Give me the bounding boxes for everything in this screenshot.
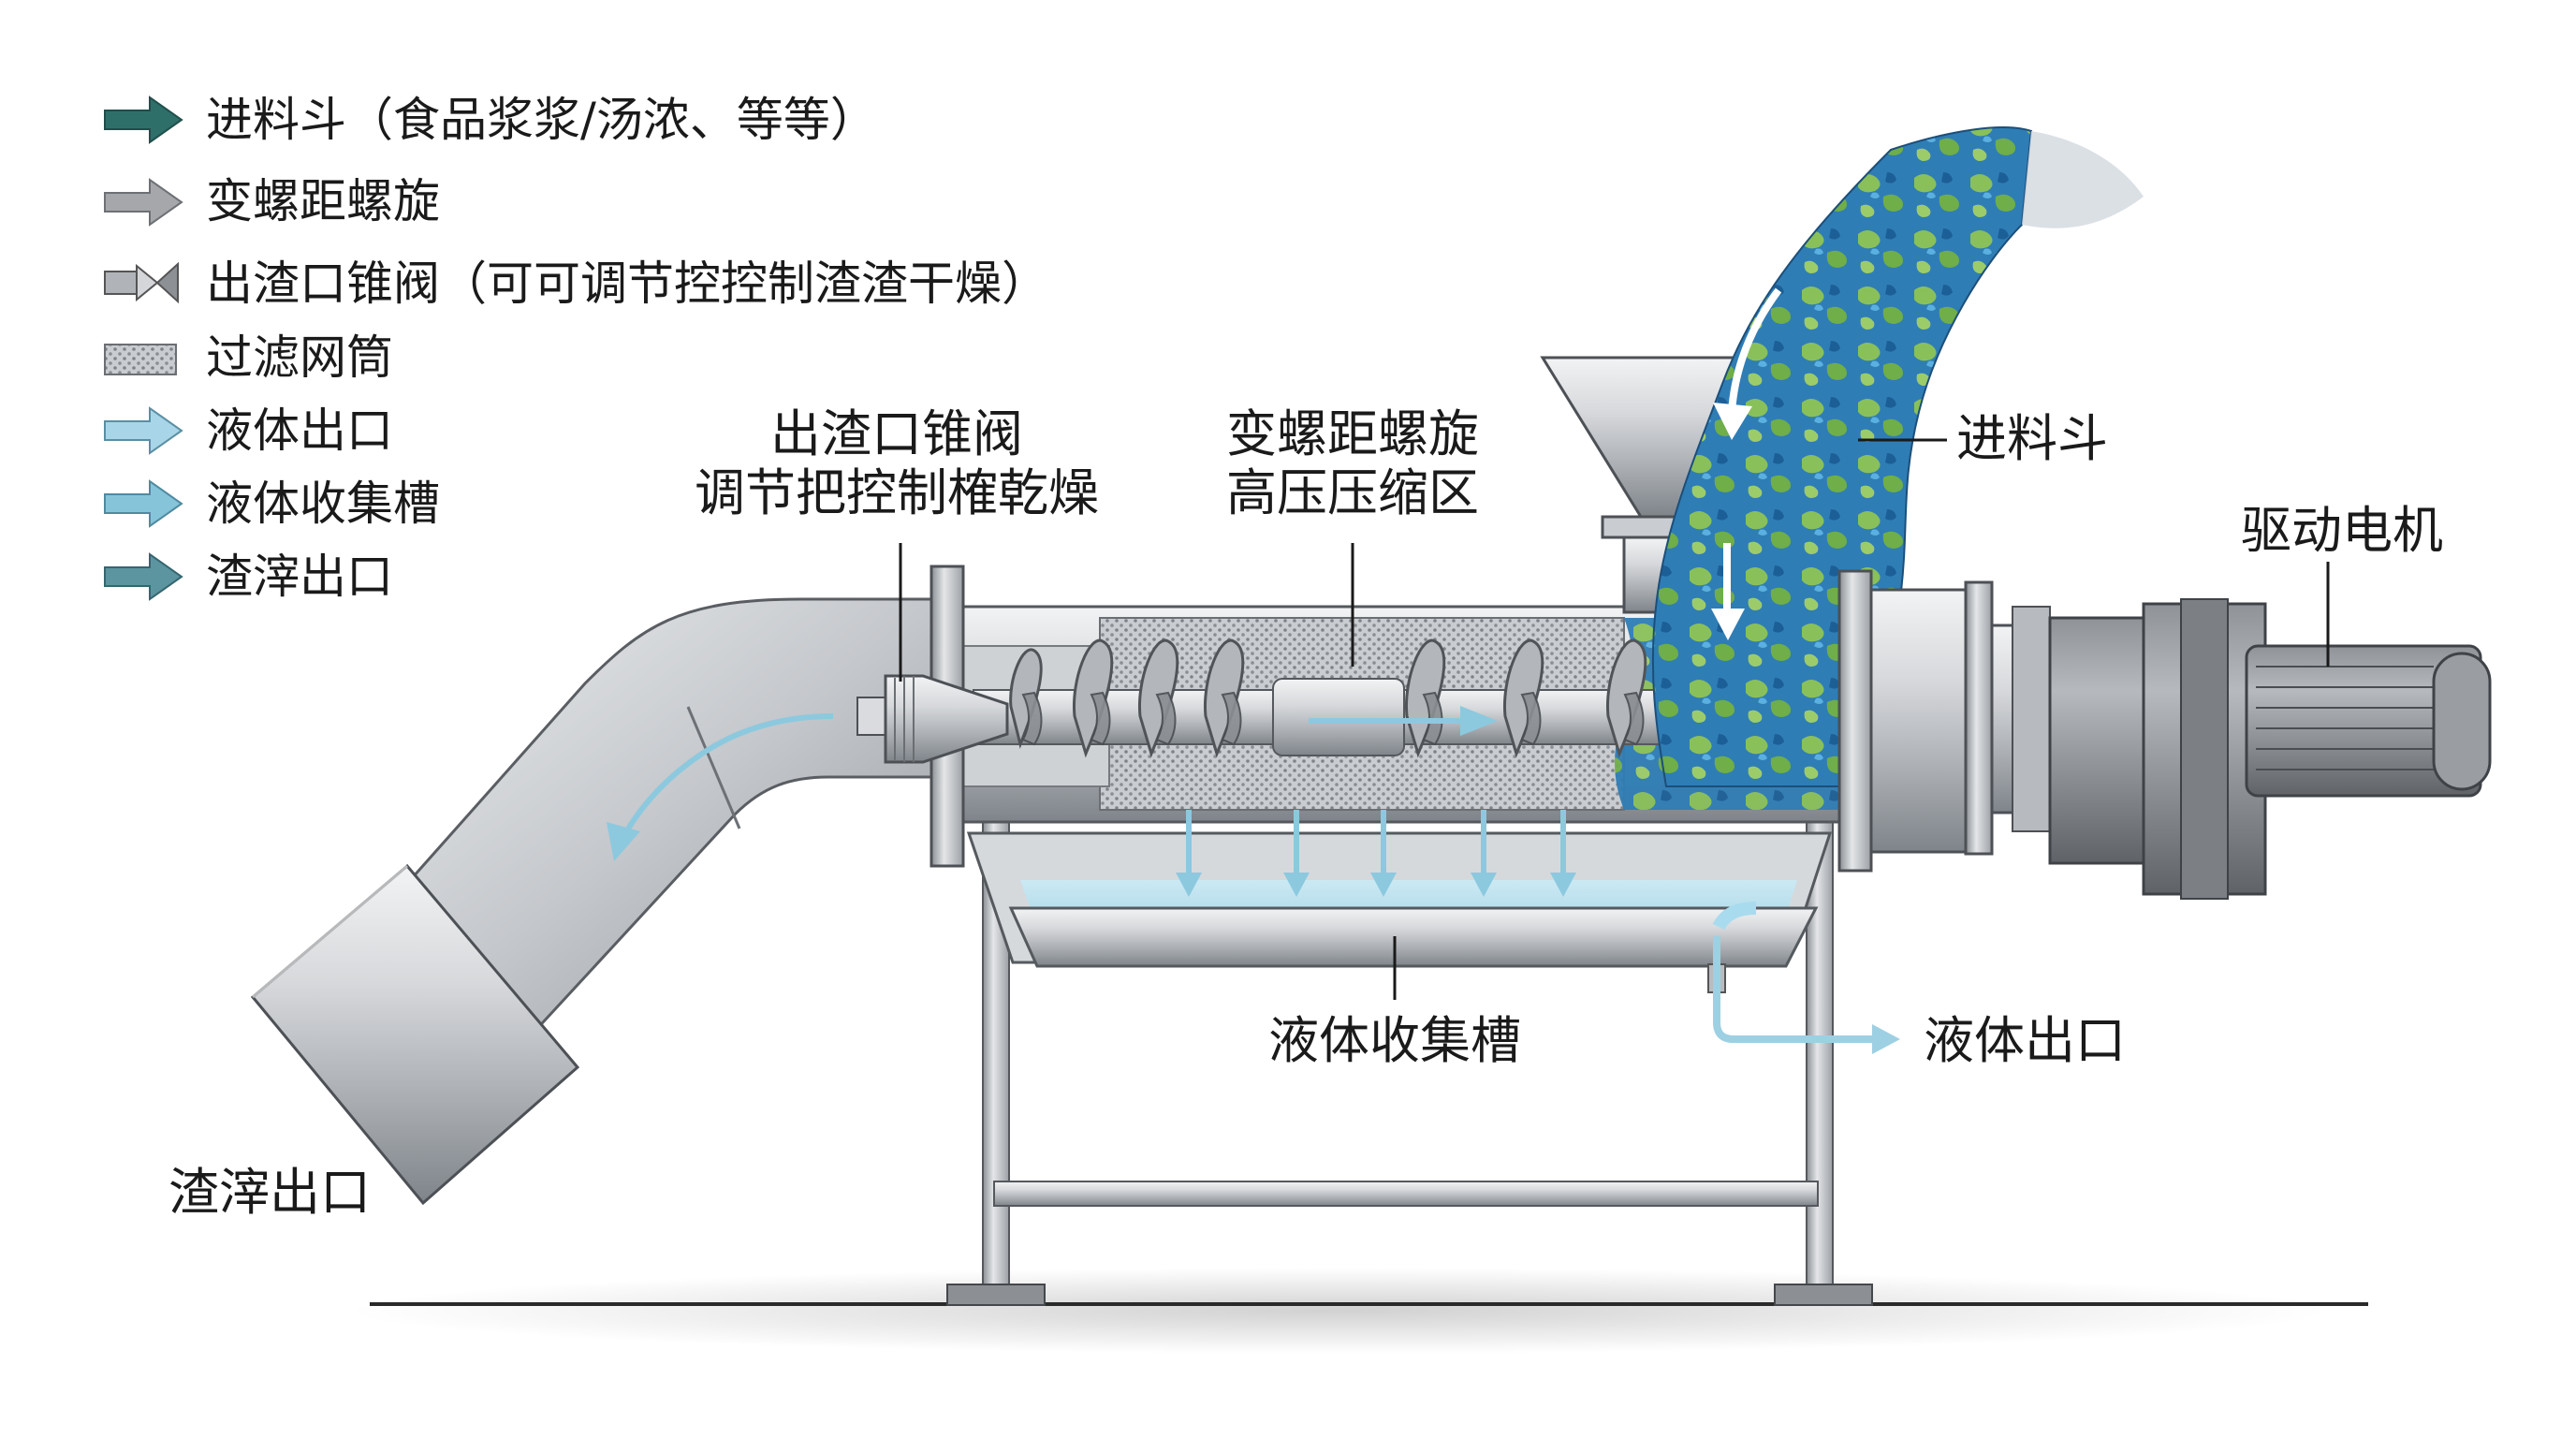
drive-motor xyxy=(2048,598,2492,900)
cone-valve-icon xyxy=(104,261,179,304)
callouts: 出渣口锥阀 调节把控制榷乾燥 变螺距螺旋 高压压缩区 进料斗 驱动电机 液体收集… xyxy=(168,404,2443,1222)
legend-label: 液体收集槽 xyxy=(206,477,440,531)
hopper-label: 进料斗 xyxy=(1956,409,2108,468)
liquid-trough xyxy=(966,831,1833,968)
leader-lines xyxy=(899,438,2330,1000)
arrow-icon xyxy=(104,479,183,528)
mesh-screen-icon xyxy=(104,344,177,375)
legend-label: 液体出口 xyxy=(206,404,393,458)
legend-label: 进料斗（食品浆浆/汤浓、等等） xyxy=(206,93,877,147)
legend-item: 渣滓出口 xyxy=(104,550,393,604)
legend-label: 出渣口锥阀（可可调节控控制渣渣干燥） xyxy=(206,257,1048,311)
cone-valve xyxy=(856,674,1009,764)
cone-valve-sublabel: 调节把控制榷乾燥 xyxy=(695,463,1099,522)
feed-stream xyxy=(1651,126,2144,787)
legend-item: 过滤网筒 xyxy=(104,330,393,385)
legend: 进料斗（食品浆浆/汤浓、等等） 变螺距螺旋 出渣口锥阀（可可调节控控制渣渣干燥）… xyxy=(104,93,1048,604)
arrow-icon xyxy=(104,406,183,455)
legend-item: 液体出口 xyxy=(104,404,393,458)
arrow-icon xyxy=(104,178,183,227)
legend-item: 出渣口锥阀（可可调节控控制渣渣干燥） xyxy=(104,257,1048,311)
legend-item: 液体收集槽 xyxy=(104,477,440,531)
legend-item: 进料斗（食品浆浆/汤浓、等等） xyxy=(104,93,877,147)
motor-label: 驱动电机 xyxy=(2241,501,2443,560)
arrow-icon xyxy=(104,95,183,144)
flow-arrowheads xyxy=(607,706,1576,897)
arrow-icon xyxy=(104,552,183,601)
legend-label: 过滤网筒 xyxy=(206,330,393,385)
screw-sublabel: 高压压缩区 xyxy=(1226,463,1479,522)
cone-valve-label: 出渣口锥阀 xyxy=(770,404,1023,463)
solids-outlet-label: 渣滓出口 xyxy=(168,1163,371,1222)
legend-item: 变螺距螺旋 xyxy=(104,174,440,228)
liquid-outlet-pipe xyxy=(1707,936,1900,1054)
legend-label: 渣滓出口 xyxy=(206,550,393,604)
drive-assembly xyxy=(1837,569,2051,873)
screw-label: 变螺距螺旋 xyxy=(1226,404,1479,463)
flow-arrows xyxy=(615,713,1566,880)
legend-label: 变螺距螺旋 xyxy=(206,174,440,228)
trough-label: 液体收集槽 xyxy=(1268,1011,1521,1070)
discharge-chute xyxy=(250,597,943,1206)
ground xyxy=(346,1268,2368,1354)
liquid-outlet-label: 液体出口 xyxy=(1924,1011,2126,1070)
